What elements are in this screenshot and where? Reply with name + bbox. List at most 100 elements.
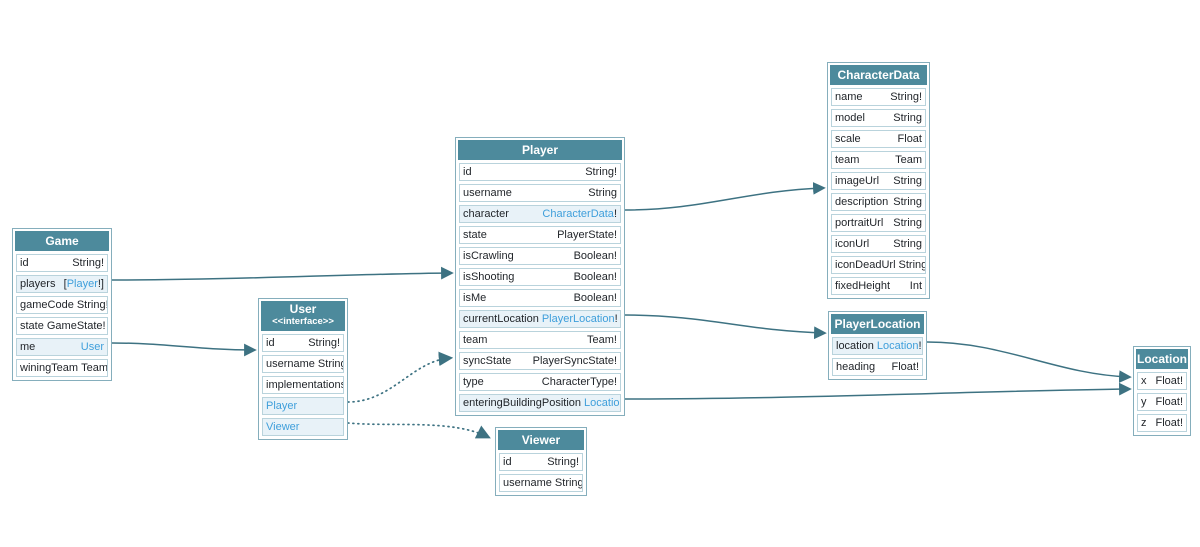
type-title: CharacterData	[837, 68, 920, 82]
type-title: Viewer	[521, 433, 561, 447]
field-characterdata-model[interactable]: model String	[831, 109, 926, 127]
field-type: User	[80, 341, 104, 353]
field-type: Float	[897, 133, 922, 145]
field-characterdata-name[interactable]: name String!	[831, 88, 926, 106]
field-name: type	[463, 376, 484, 388]
field-type: Int	[909, 280, 922, 292]
field-type: Float!	[1155, 375, 1183, 387]
field-type: Team	[895, 154, 922, 166]
field-name: me	[20, 341, 36, 353]
field-type: String!	[585, 166, 617, 178]
type-title: User	[289, 302, 317, 316]
field-type: Float!	[891, 361, 919, 373]
field-location-x[interactable]: x Float!	[1137, 372, 1187, 390]
type-header-viewer[interactable]: Viewer	[498, 430, 584, 450]
type-table-characterdata: CharacterData name String! model String scale…	[827, 62, 930, 299]
type-header-player[interactable]: Player	[458, 140, 622, 160]
field-name: x	[1141, 375, 1147, 387]
type-header-characterdata[interactable]: CharacterData	[830, 65, 927, 85]
field-type: String!	[890, 91, 922, 103]
field-name: syncState	[463, 355, 512, 367]
field-type: String!	[308, 337, 340, 349]
field-name: description	[835, 196, 889, 208]
field-name: gameCode	[20, 299, 74, 311]
field-name: z	[1141, 417, 1147, 429]
field-user-Player[interactable]: Player	[262, 397, 344, 415]
field-type: Float!	[1155, 396, 1183, 408]
field-name: heading	[836, 361, 876, 373]
type-title: Game	[45, 234, 79, 248]
type-header-location[interactable]: Location	[1136, 349, 1188, 369]
type-subtitle: <<interface>>	[272, 316, 334, 327]
field-playerlocation-heading[interactable]: heading Float!	[832, 358, 923, 376]
field-game-players[interactable]: players[Player!]	[16, 275, 108, 293]
field-characterdata-fixedHeight[interactable]: fixedHeight Int	[831, 277, 926, 295]
field-name: state	[20, 320, 44, 332]
field-player-enteringBuildingPosition[interactable]: enteringBuildingPositionLocation	[459, 394, 621, 412]
type-title: Location	[1137, 352, 1187, 366]
type-header-playerlocation[interactable]: PlayerLocation	[831, 314, 924, 334]
edge-game-players-to-player	[111, 266, 454, 281]
type-header-user[interactable]: User<<interface>>	[261, 301, 345, 331]
field-user-implementations[interactable]: implementations	[262, 376, 344, 394]
field-name: location	[836, 340, 874, 352]
field-type: String	[317, 358, 344, 370]
field-type: String!	[76, 299, 108, 311]
edge-playerlocation-location-to-location	[926, 341, 1132, 383]
field-type: Team!	[587, 334, 617, 346]
field-name: iconDeadUrl	[835, 259, 896, 271]
field-type: String!	[72, 257, 104, 269]
edge-player-currentlocation-to-playerlocation	[624, 314, 827, 340]
field-name: name	[835, 91, 863, 103]
field-name: players	[20, 278, 56, 290]
field-type: Team	[81, 362, 108, 374]
field-type: Boolean!	[573, 292, 617, 304]
field-name: username	[266, 358, 315, 370]
type-header-game[interactable]: Game	[15, 231, 109, 251]
field-user-Viewer[interactable]: Viewer	[262, 418, 344, 436]
field-type: String	[893, 112, 922, 124]
edge-player-character-to-characterdata	[624, 182, 826, 211]
field-name: fixedHeight	[835, 280, 891, 292]
field-type: String	[554, 477, 583, 489]
field-name: model	[835, 112, 865, 124]
field-name: character	[463, 208, 509, 220]
edge-game-me-to-user	[111, 342, 257, 357]
field-game-me[interactable]: me User	[16, 338, 108, 356]
field-name: winingTeam	[20, 362, 79, 374]
